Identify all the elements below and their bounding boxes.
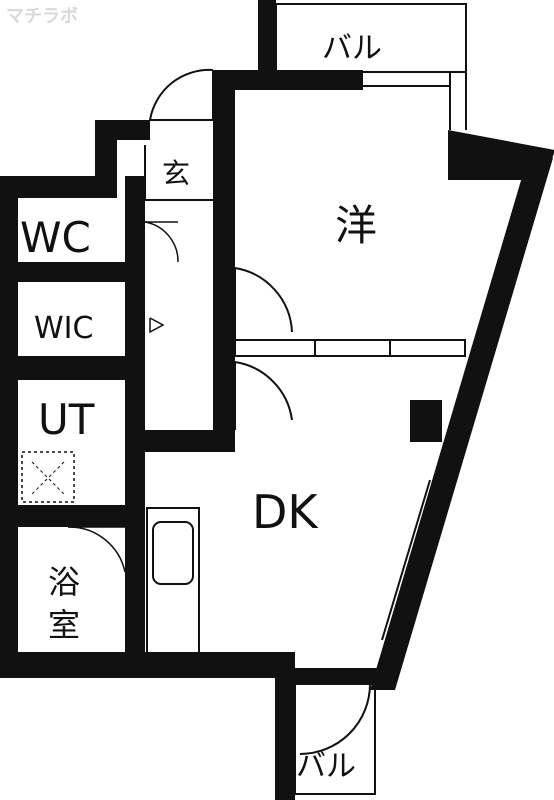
balcony-bottom-left-wall bbox=[275, 668, 295, 800]
label-balcony-top: バル bbox=[322, 31, 382, 66]
label-bath-1: 浴 bbox=[48, 563, 80, 601]
label-western-room: 洋 bbox=[335, 201, 377, 250]
washer-cross-2 bbox=[31, 461, 65, 495]
watermark-text: マチラボ bbox=[6, 6, 78, 27]
western-left-wall bbox=[213, 70, 235, 438]
kitchen-counter bbox=[146, 507, 200, 655]
label-balcony-bottom: バル bbox=[296, 749, 356, 784]
dk-window bbox=[381, 479, 431, 641]
bottom-outer-wall bbox=[0, 652, 295, 678]
bath-door-arc bbox=[67, 526, 126, 573]
dk-door-arc bbox=[234, 361, 293, 421]
left-top-wall bbox=[0, 176, 115, 198]
western-window bbox=[477, 229, 509, 331]
left-column-wall bbox=[125, 176, 145, 678]
wic-opening-frame bbox=[129, 284, 145, 356]
label-bath-2: 室 bbox=[48, 606, 80, 644]
fixtures bbox=[21, 3, 509, 795]
label-entrance: 玄 bbox=[162, 157, 190, 190]
label-dk: DK bbox=[252, 485, 319, 539]
dk-pillar bbox=[410, 400, 442, 442]
wic-bottom-wall bbox=[0, 356, 145, 380]
balcony-bottom-door-arc bbox=[299, 683, 371, 755]
washer-pan bbox=[21, 451, 75, 503]
label-wic: WIC bbox=[34, 311, 93, 346]
western-door-arc bbox=[234, 267, 293, 333]
label-wc: WC bbox=[20, 213, 91, 262]
entrance-top-wall bbox=[95, 120, 150, 140]
wic-arrow bbox=[149, 317, 165, 334]
kitchen-sink bbox=[152, 521, 194, 585]
western-closet-track bbox=[234, 339, 466, 357]
label-ut: UT bbox=[38, 395, 95, 444]
wc-door-frame bbox=[129, 221, 145, 263]
wc-door-arc bbox=[144, 221, 179, 263]
ut-door-frame bbox=[129, 381, 145, 437]
western-top-wall bbox=[213, 70, 363, 90]
room-labels: バル 洋 玄 WC WIC UT DK 浴 室 バル bbox=[20, 31, 382, 784]
wc-bottom-wall bbox=[0, 262, 145, 282]
western-bottom-stub bbox=[213, 340, 235, 360]
washer-cross-1 bbox=[31, 461, 65, 495]
balcony-top-left-wall bbox=[258, 0, 276, 72]
balcony-bottom-top-wall bbox=[275, 668, 385, 684]
ut-bottom-wall bbox=[0, 505, 145, 527]
dk-top-left-wall bbox=[145, 430, 235, 452]
entrance-door-arc bbox=[149, 68, 214, 121]
left-outer-wall bbox=[0, 176, 18, 678]
right-slanted-wall bbox=[370, 150, 553, 690]
